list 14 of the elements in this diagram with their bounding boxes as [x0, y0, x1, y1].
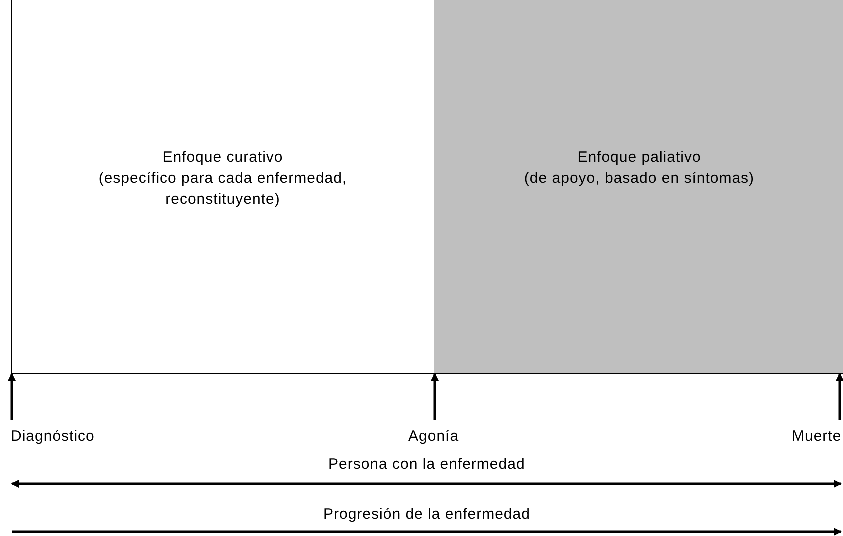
milestone-label: Agonía: [408, 428, 460, 445]
arrow: [8, 373, 16, 420]
palliative-approach-panel: [434, 0, 843, 374]
arrow: [836, 373, 843, 420]
timeline-label: Progresión de la enfermedad: [324, 506, 530, 523]
timeline-label: Persona con la enfermedad: [328, 456, 526, 473]
panel-heading: Enfoque curativo: [162, 148, 284, 168]
panel-heading: Enfoque paliativo: [576, 148, 702, 168]
milestone-label: Muerte: [792, 428, 842, 445]
curative-approach-panel: [11, 0, 435, 374]
milestone-label: Diagnóstico: [11, 428, 95, 445]
arrow: [431, 373, 439, 420]
panel-description: (específico para cada enfermedad, reconstituyente): [98, 169, 348, 210]
panel-description: (de apoyo, basado en síntomas): [523, 169, 756, 189]
